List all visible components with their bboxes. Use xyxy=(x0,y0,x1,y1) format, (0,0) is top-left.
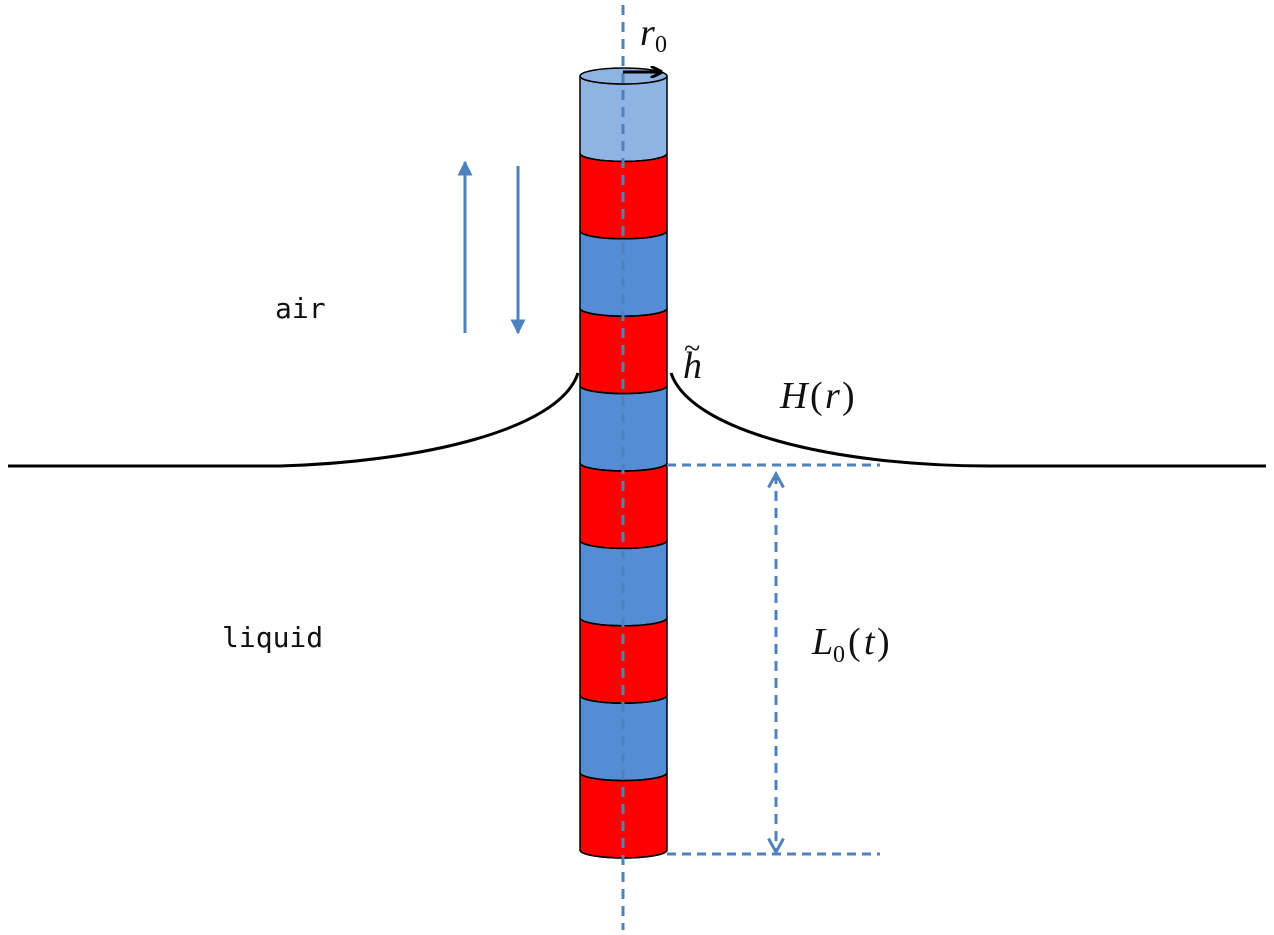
svg-text:(: ( xyxy=(810,375,823,417)
svg-text:r: r xyxy=(640,12,655,54)
svg-text:0: 0 xyxy=(655,32,667,58)
svg-text:h: h xyxy=(683,345,702,387)
svg-text:): ) xyxy=(842,375,855,417)
liquid-surface-left xyxy=(8,372,580,468)
svg-text:H: H xyxy=(779,375,810,417)
air-label: air xyxy=(275,292,326,325)
svg-text:): ) xyxy=(877,621,890,663)
rod-segment-edge xyxy=(579,772,668,782)
rod-segment-edge xyxy=(579,385,668,395)
svg-text:r: r xyxy=(825,375,840,417)
immersion-length-symbol: L 0 ( t ) xyxy=(811,621,890,668)
svg-text:L: L xyxy=(811,621,833,663)
liquid-label: liquid xyxy=(222,621,323,654)
liquid-surface-right xyxy=(669,372,1266,468)
surface-profile-symbol: H ( r ) xyxy=(779,375,855,417)
radius-symbol: r 0 xyxy=(640,12,667,58)
rod-segment-edge xyxy=(579,540,668,550)
rod-segment-edge xyxy=(579,230,668,240)
svg-text:~: ~ xyxy=(684,332,700,365)
svg-text:(: ( xyxy=(848,621,861,663)
contact-height-symbol: h ~ xyxy=(683,332,702,387)
svg-text:t: t xyxy=(864,621,876,663)
svg-text:0: 0 xyxy=(833,642,845,668)
